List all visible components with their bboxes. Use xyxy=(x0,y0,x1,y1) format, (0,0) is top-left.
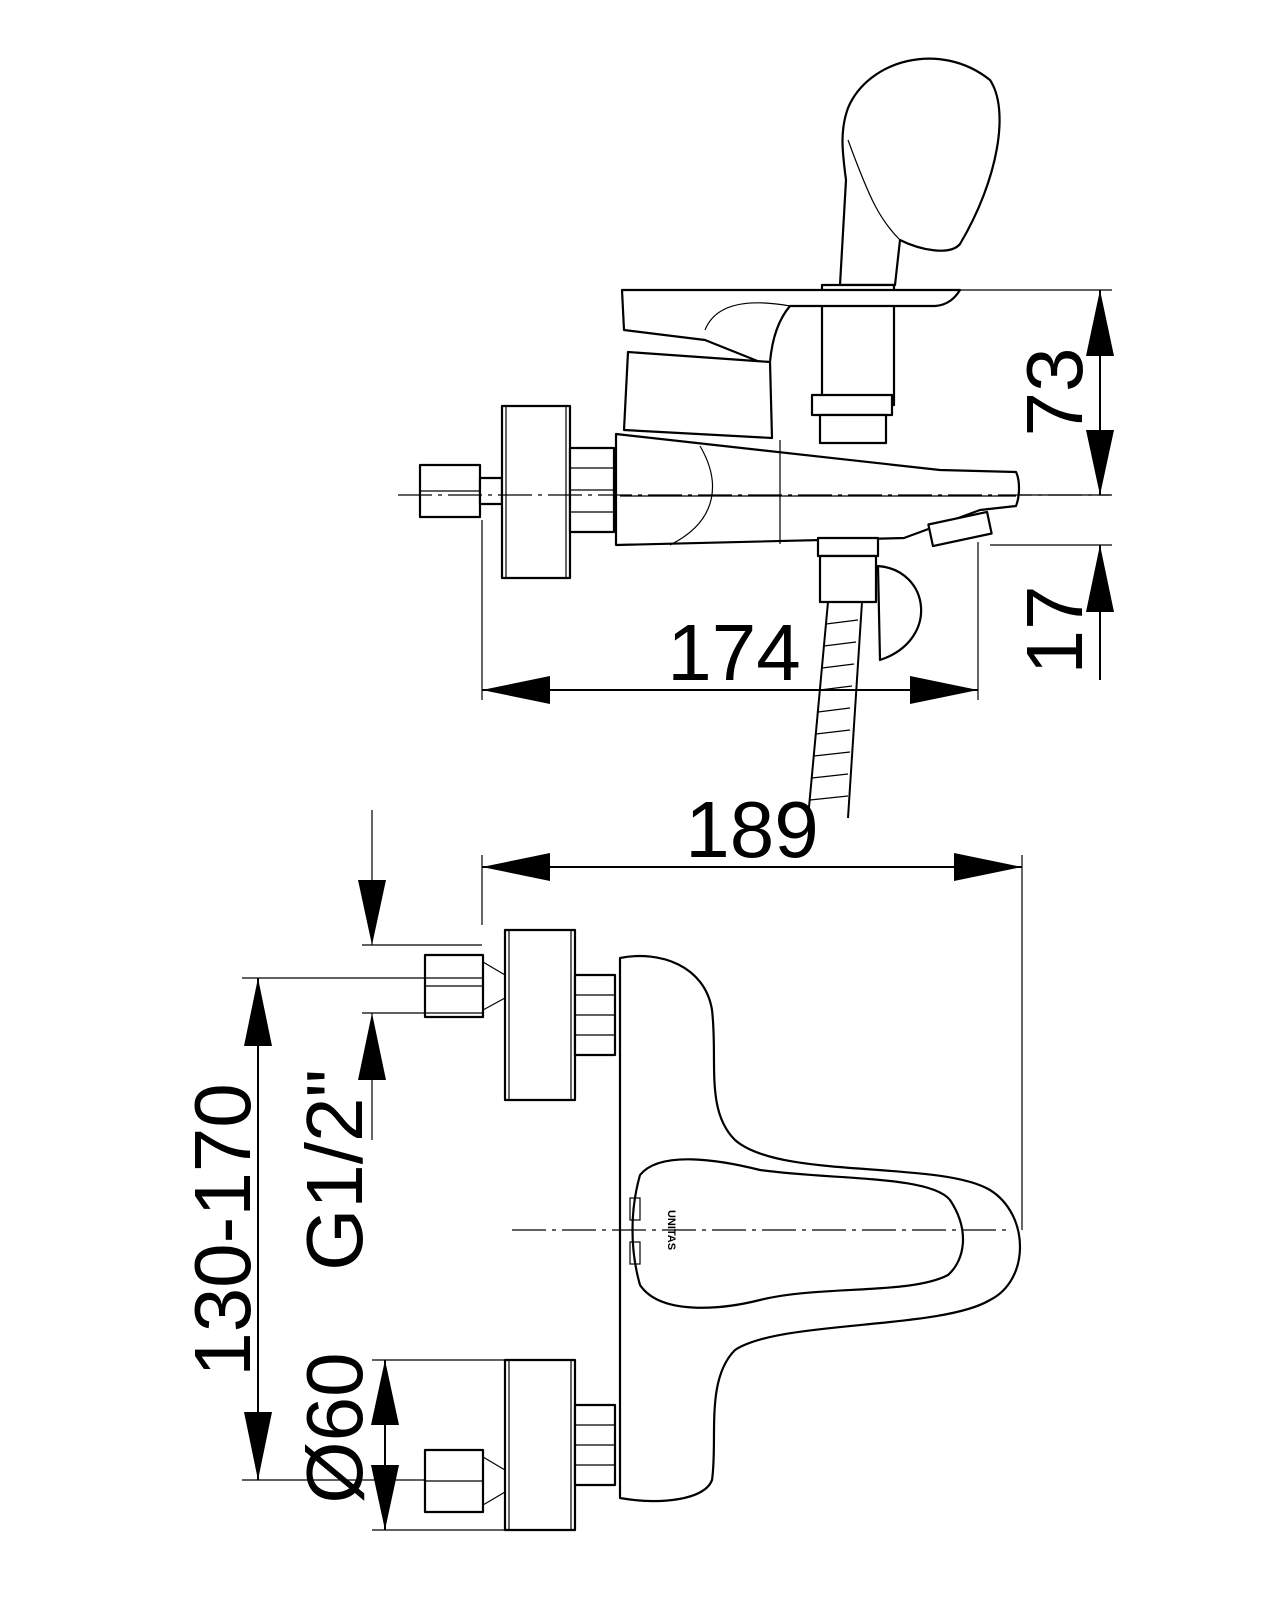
dimension-174-label: 174 xyxy=(667,608,800,697)
hand-shower xyxy=(810,57,1001,445)
dimension-17: 17 xyxy=(990,544,1114,680)
hose-top xyxy=(807,536,923,819)
dimension-174: 174 xyxy=(481,520,979,704)
thread-label: G1/2" xyxy=(290,1069,379,1271)
thread-dimension-upper: G1/2" xyxy=(290,810,482,1271)
dimension-73-label: 73 xyxy=(1010,348,1099,437)
lever-handle-top xyxy=(620,288,962,364)
mixer-body-top xyxy=(614,350,1021,548)
dimension-130-170-label: 130-170 xyxy=(178,1083,267,1377)
dimension-73: 73 xyxy=(960,289,1114,496)
dimension-189-label: 189 xyxy=(685,785,818,874)
diameter-label: Ø60 xyxy=(290,1352,379,1503)
top-view: 174 73 17 xyxy=(398,57,1114,819)
lower-connector xyxy=(423,1358,617,1532)
mixer-body-front: UNITAS xyxy=(618,954,1021,1503)
dimension-diameter: Ø60 xyxy=(290,1352,505,1531)
front-view: 189 xyxy=(178,785,1023,1532)
dimension-17-label: 17 xyxy=(1010,586,1099,675)
dimension-189: 189 xyxy=(481,785,1023,1230)
upper-connector xyxy=(423,928,617,1102)
dimension-130-170: 130-170 xyxy=(178,977,482,1481)
wall-connector-top xyxy=(418,404,616,580)
